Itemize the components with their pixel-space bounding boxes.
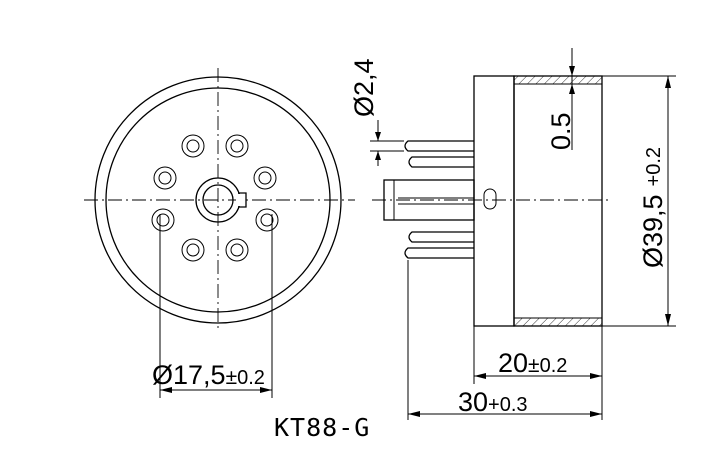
total-length-label: 30+0.3 (458, 387, 528, 417)
side-view: Ø2,4 0.5 Ø39,5+0.2 20±0.2 (349, 48, 676, 420)
solder-pins (404, 140, 474, 259)
outer-diameter-label: Ø39,5+0.2 (638, 147, 668, 268)
body-length-label: 20±0.2 (498, 348, 567, 378)
pin-circle-dimension (159, 214, 273, 398)
flange-body (473, 75, 515, 327)
wall-thickness-label: 0.5 (546, 112, 576, 150)
total-length-dimension (407, 260, 602, 420)
outer-diameter-dimension (602, 75, 676, 327)
pin-circle-label: Ø17,5±0.2 (152, 360, 265, 390)
pin-holes (151, 134, 279, 262)
pin-diameter-label: Ø2,4 (349, 58, 379, 117)
body-length-dimension (473, 326, 603, 420)
top-wall-hatch (513, 75, 603, 85)
wall-thickness-dimension (569, 48, 575, 150)
pin-diameter-dimension (370, 120, 404, 166)
bottom-wall-hatch (513, 317, 603, 327)
front-view: Ø17,5±0.2 (84, 68, 355, 398)
center-post (383, 179, 475, 221)
model-label: KT88-G (274, 413, 370, 442)
center-key-hole (195, 177, 247, 223)
